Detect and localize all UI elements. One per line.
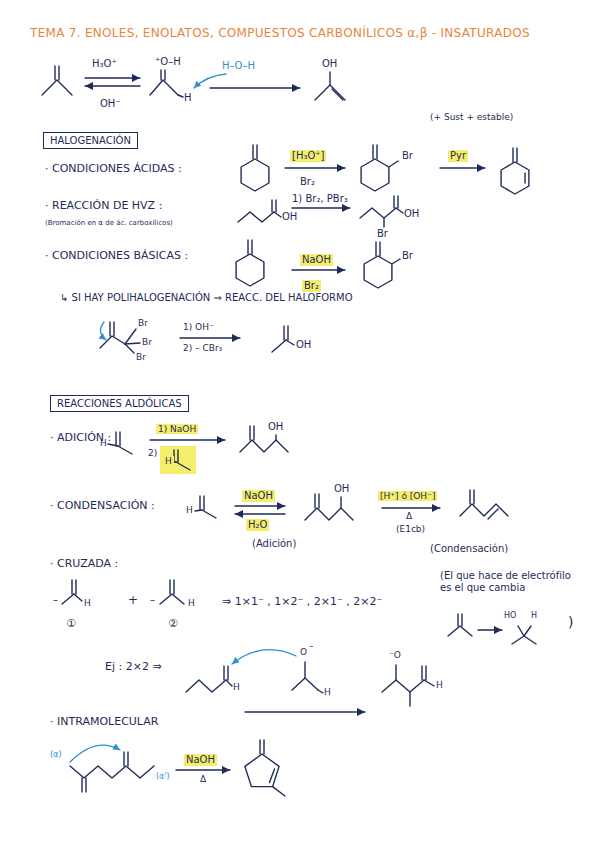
note-text: 2) — [148, 448, 157, 458]
note-text: (E1cb) — [396, 524, 425, 534]
note-text: ⁻O — [389, 650, 401, 660]
note-text: · CONDENSACIÓN : — [50, 500, 155, 513]
note-text: · CONDICIONES ÁCIDAS : — [45, 163, 182, 176]
note-text: Br — [142, 337, 152, 347]
note-text: OH — [296, 339, 311, 351]
note-text: – — [53, 594, 58, 606]
note-text: Pyr — [448, 150, 468, 162]
note-text: Δ — [200, 774, 206, 784]
note-text: NaOH — [300, 254, 333, 266]
heading-text: HALOGENACIÓN — [50, 135, 131, 146]
note-text: ① — [66, 618, 76, 631]
note-text: OH⁻ — [100, 98, 121, 110]
note-text: Δ — [406, 511, 412, 521]
note-text: ② — [168, 618, 178, 631]
heading-text: REACCIONES ALDÓLICAS — [57, 398, 182, 409]
note-text: ⇒ 1×1⁻ , 1×2⁻ , 2×1⁻ , 2×2⁻ — [222, 596, 382, 609]
note-text: OH — [404, 208, 419, 220]
note-text: H₃O⁺ — [92, 58, 117, 70]
note-text: OH — [334, 483, 349, 495]
note-text: H — [233, 682, 240, 692]
note-text: OH — [282, 211, 297, 223]
note-text: H — [188, 598, 195, 608]
note-text: HO — [504, 611, 516, 620]
note-text: H — [531, 611, 537, 620]
heading-box: REACCIONES ALDÓLICAS — [50, 395, 189, 412]
note-text: · REACCIÓN DE HVZ : — [45, 200, 162, 213]
note-text: [H₃O⁺] — [290, 150, 326, 162]
note-text: 1) Br₂, PBr₃ — [292, 193, 348, 205]
note-text: (+ Sust + estable) — [430, 112, 513, 122]
note-text: – — [150, 594, 155, 606]
note-text: (Adición) — [252, 538, 296, 550]
note-text: ) — [568, 614, 573, 630]
note-text: (Condensación) — [430, 543, 508, 555]
note-text: H — [436, 680, 443, 690]
note-text: 1) OH⁻ — [183, 322, 214, 332]
note-text: H — [324, 687, 331, 697]
note-text: (α') — [156, 772, 170, 781]
note-text: H — [84, 598, 91, 608]
note-text: Br — [402, 150, 413, 162]
note-text: 1) NaOH — [156, 424, 198, 434]
note-text: Br — [138, 318, 148, 328]
note-text: Ej : 2×2 ⇒ — [105, 661, 162, 674]
note-text: Br — [136, 352, 146, 362]
note-text: Br — [402, 250, 413, 262]
note-text: · CRUZADA : — [50, 558, 118, 571]
note-text: [H⁺] ó [OH⁻] — [378, 491, 437, 501]
note-text: · INTRAMOLECULAR — [50, 716, 158, 729]
note-text: – — [309, 641, 314, 651]
note-text: ↳ SI HAY POLIHALOGENACIÓN ⇒ REACC. DEL H… — [60, 292, 353, 304]
note-text: NaOH — [242, 490, 275, 502]
note-text: H — [100, 438, 107, 448]
note-text: Br₂ — [302, 280, 321, 292]
note-text: O — [300, 647, 307, 657]
note-text: OH — [268, 421, 283, 433]
note-text: H — [163, 456, 174, 466]
note-text: (El que hace de electrófilo es el que ca… — [440, 570, 585, 593]
note-text: ⁺O–H — [155, 56, 181, 68]
note-text: · CONDICIONES BÁSICAS : — [45, 250, 188, 263]
note-text: 2) – CBr₃ — [183, 343, 222, 353]
note-text: Br — [377, 228, 388, 240]
note-text: (α) — [50, 750, 62, 759]
note-text: H — [186, 505, 193, 515]
note-text: + — [128, 594, 138, 608]
note-text: H–O–H — [222, 60, 255, 72]
note-text: OH — [322, 58, 337, 70]
note-text: NaOH — [184, 754, 217, 766]
note-text: H — [184, 92, 192, 104]
note-text: Br₂ — [300, 176, 315, 188]
note-text: H₂O — [246, 519, 269, 531]
heading-box: HALOGENACIÓN — [43, 132, 138, 149]
page-title: TEMA 7. ENOLES, ENOLATOS, COMPUESTOS CAR… — [30, 26, 530, 40]
note-text: (Bromación en α de ác. carboxílicos) — [45, 219, 173, 227]
